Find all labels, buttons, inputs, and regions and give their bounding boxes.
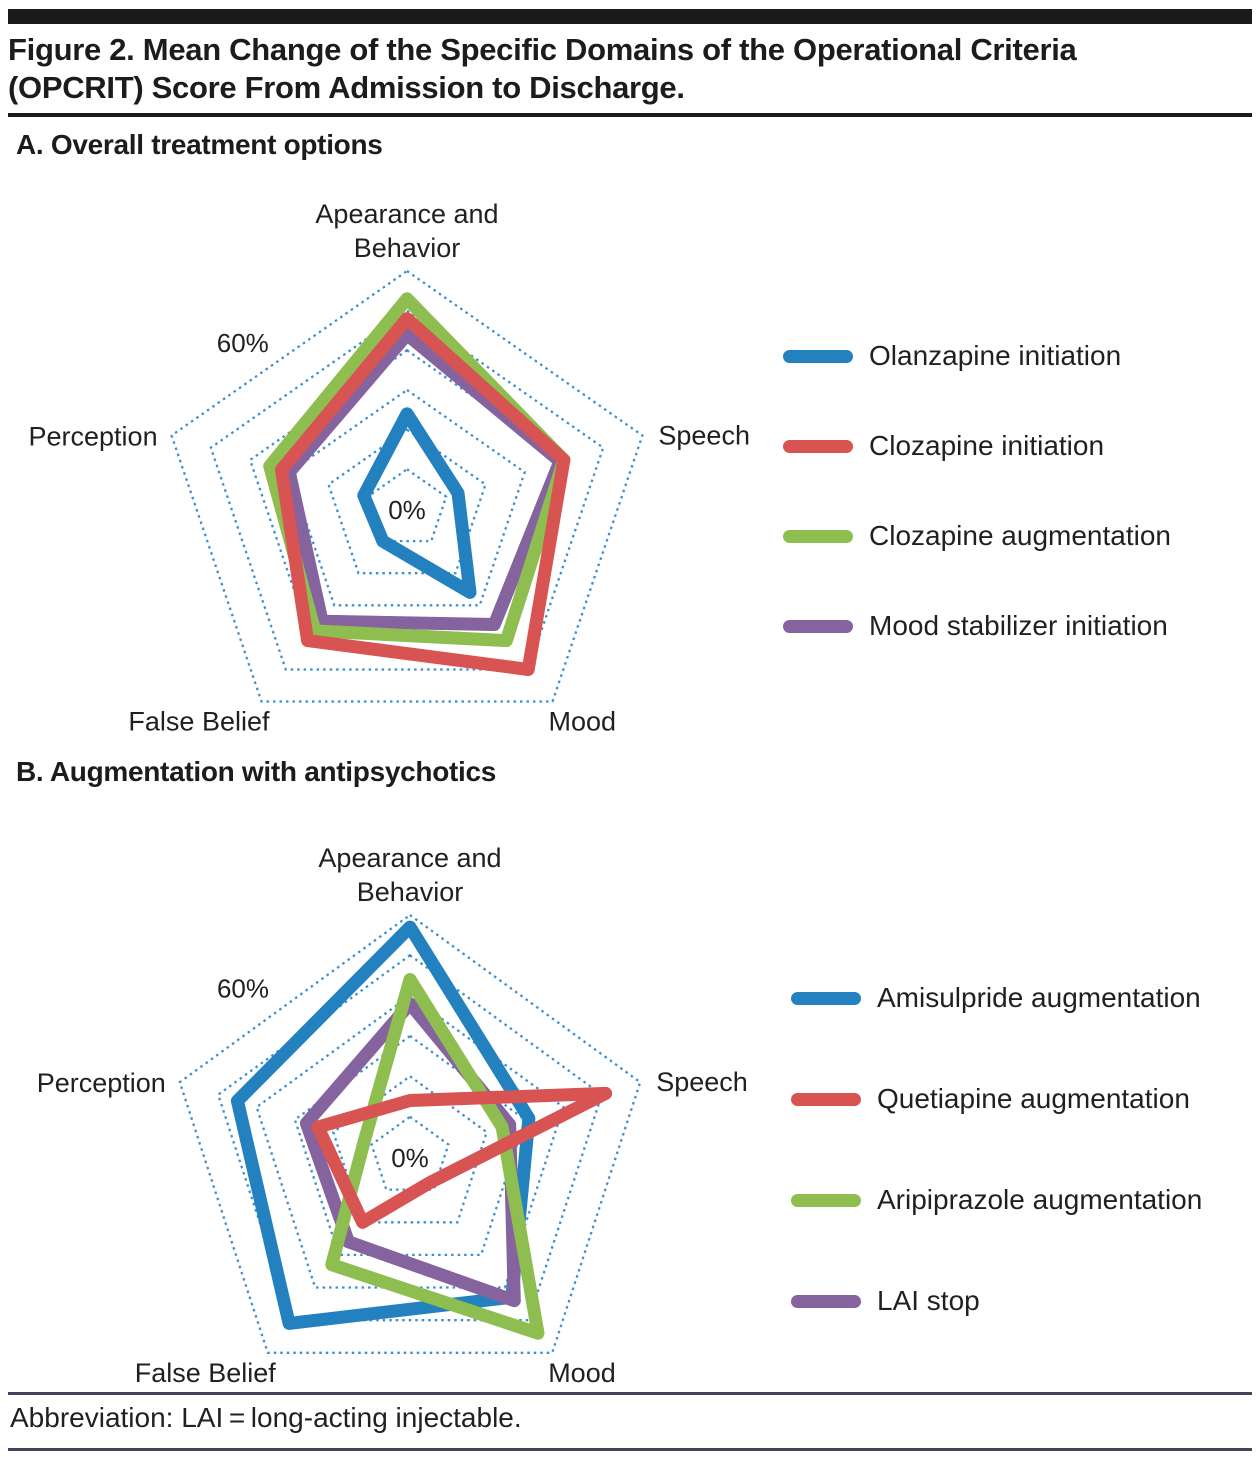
grid-ring-20pct xyxy=(331,1074,489,1224)
title-divider-rule xyxy=(8,113,1252,117)
legend-label: LAI stop xyxy=(877,1285,980,1316)
axis-label-perception: Perception xyxy=(37,1068,166,1098)
figure-title-line1: Figure 2. Mean Change of the Specific Do… xyxy=(8,32,1077,67)
axis-label-false-belief: False Belief xyxy=(135,1358,277,1388)
axis-min-label: 0% xyxy=(388,495,426,525)
axis-max-label: 60% xyxy=(217,328,269,358)
legend-swatch-icon xyxy=(791,1092,861,1106)
legend-item-clozapine-initiation: Clozapine initiation xyxy=(783,428,1171,464)
series-polygon-clozapine-initiation xyxy=(275,312,571,676)
grid-ring-50pct xyxy=(209,309,605,671)
legend-item-olanzapine-initiation: Olanzapine initiation xyxy=(783,338,1171,374)
legend-item-mood-stabilizer-initiation: Mood stabilizer initiation xyxy=(783,608,1171,644)
figure-title-line2: (OPCRIT) Score From Admission to Dischar… xyxy=(8,70,685,105)
legend-swatch-icon xyxy=(783,349,853,363)
legend-label: Clozapine initiation xyxy=(869,430,1105,461)
legend-label: Aripiprazole augmentation xyxy=(877,1184,1203,1215)
panel-a-heading: A. Overall treatment options xyxy=(16,129,383,160)
abbreviation-footnote: Abbreviation: LAI = long-acting injectab… xyxy=(10,1402,522,1433)
panel-b-heading: B. Augmentation with antipsychotics xyxy=(16,756,497,787)
legend-item-aripiprazole-augmentation: Aripiprazole augmentation xyxy=(791,1182,1202,1218)
legend-swatch-icon xyxy=(783,529,853,543)
legend-item-quetiapine-augmentation: Quetiapine augmentation xyxy=(791,1081,1202,1117)
grid-ring-20pct xyxy=(327,428,487,575)
legend-swatch-icon xyxy=(783,619,853,633)
legend-item-amisulpride-augmentation: Amisulpride augmentation xyxy=(791,980,1202,1016)
series-polygon-olanzapine-initiation xyxy=(357,407,477,599)
legend-label: Quetiapine augmentation xyxy=(877,1083,1190,1114)
footer-divider-rule-bottom xyxy=(8,1448,1252,1451)
axis-label-false-belief: False Belief xyxy=(128,707,270,737)
axis-label-mood: Mood xyxy=(548,1358,616,1388)
grid-ring-10pct xyxy=(366,467,448,543)
top-rule-bar xyxy=(8,9,1252,24)
legend-swatch-icon xyxy=(791,991,861,1005)
series-polygon-quetiapine-augmentation xyxy=(311,1086,613,1229)
footer-divider-rule-top xyxy=(8,1392,1252,1395)
legend-label: Olanzapine initiation xyxy=(869,340,1122,371)
series-polygon-amisulpride-augmentation xyxy=(230,920,536,1330)
axis-label-speech: Speech xyxy=(658,421,750,451)
legend-swatch-icon xyxy=(791,1193,861,1207)
grid-ring-50pct xyxy=(216,953,604,1322)
legend-swatch-icon xyxy=(783,439,853,453)
grid-ring-40pct xyxy=(255,994,565,1289)
legend-label: Amisulpride augmentation xyxy=(877,982,1201,1013)
legend-label: Clozapine augmentation xyxy=(869,520,1171,551)
axis-label-mood: Mood xyxy=(549,707,617,737)
axis-label-perception: Perception xyxy=(29,422,158,452)
figure-title: Figure 2. Mean Change of the Specific Do… xyxy=(8,31,1256,107)
axis-label-speech: Speech xyxy=(656,1067,748,1097)
legend-item-clozapine-augmentation: Clozapine augmentation xyxy=(783,518,1171,554)
axis-max-label: 60% xyxy=(217,973,269,1003)
legend-item-lai-stop: LAI stop xyxy=(791,1283,1202,1319)
legend-swatch-icon xyxy=(791,1294,861,1308)
grid-ring-60pct xyxy=(178,913,642,1354)
axis-min-label: 0% xyxy=(391,1143,429,1173)
legend-label: Mood stabilizer initiation xyxy=(869,610,1168,641)
